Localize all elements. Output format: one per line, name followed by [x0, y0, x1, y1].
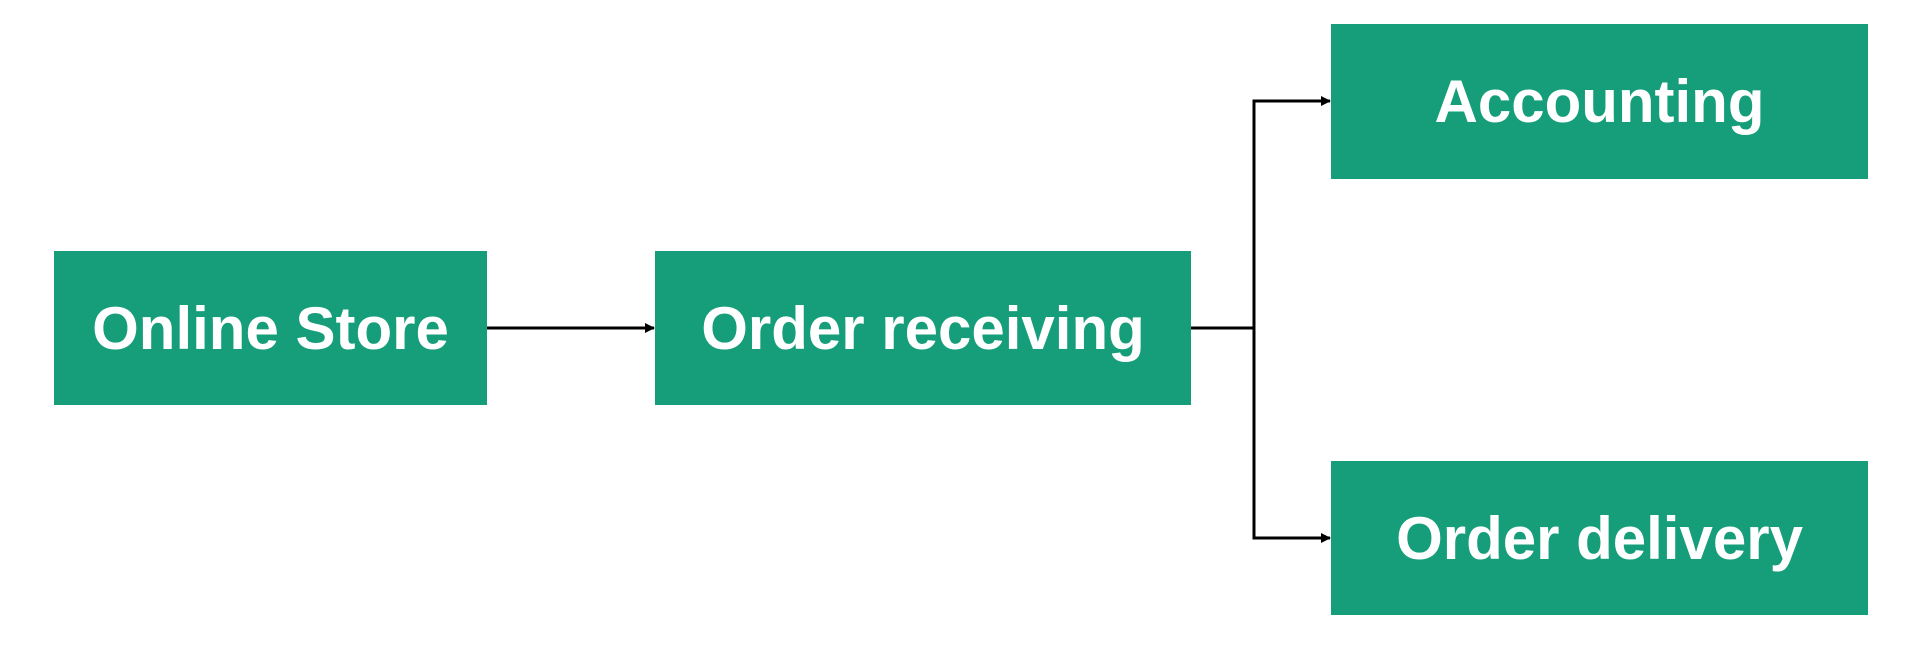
node-online-store: Online Store [54, 251, 487, 405]
node-accounting-label: Accounting [1434, 68, 1765, 135]
node-order-receiving: Order receiving [655, 251, 1191, 405]
edge-order-receiving-to-order-delivery [1252, 328, 1331, 543]
node-online-store-label: Online Store [92, 294, 449, 362]
node-order-delivery-label: Order delivery [1396, 504, 1803, 572]
node-accounting: Accounting [1331, 24, 1868, 179]
node-order-receiving-label: Order receiving [701, 294, 1145, 362]
edge-order-receiving-to-accounting [1252, 96, 1331, 328]
node-order-delivery: Order delivery [1331, 461, 1868, 615]
